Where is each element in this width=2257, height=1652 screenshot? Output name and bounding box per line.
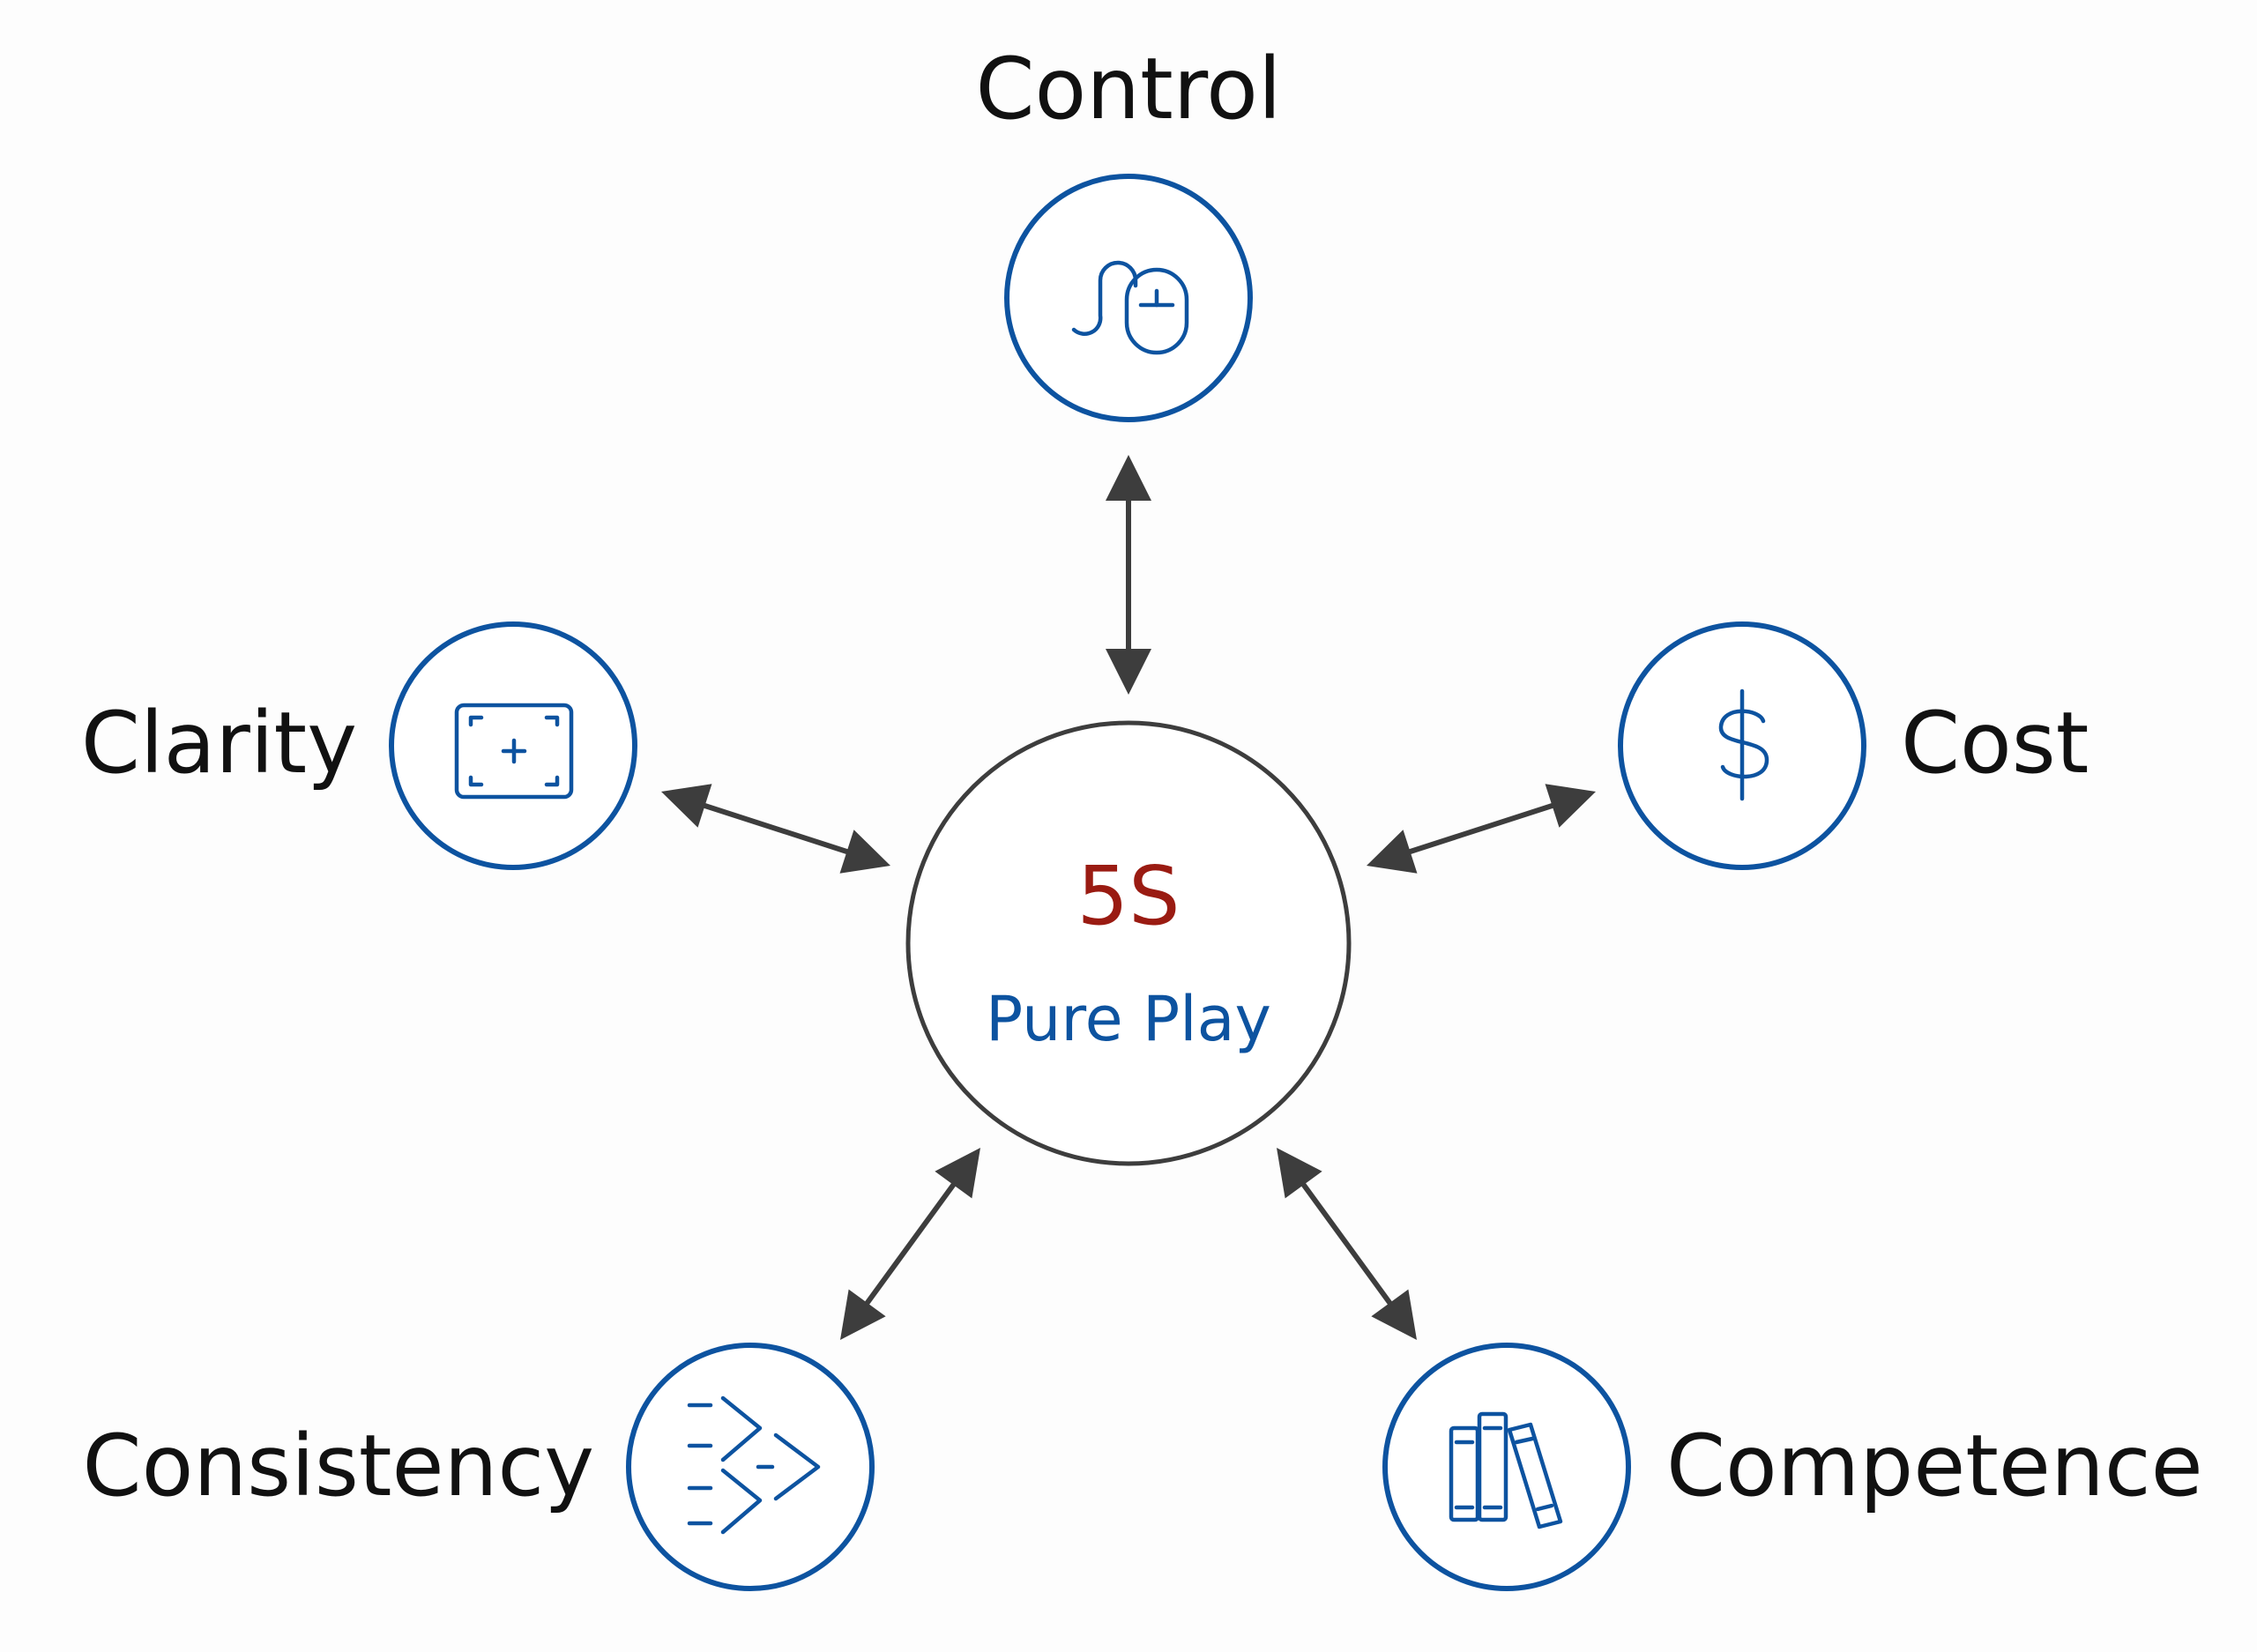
center-title: 5S — [1077, 849, 1181, 943]
connector-competence — [1277, 1148, 1417, 1340]
arrowhead-outer — [840, 1289, 886, 1340]
connectors — [661, 455, 1596, 1340]
node-competence: Competence — [1382, 1343, 2203, 1591]
connector-line — [700, 801, 852, 856]
connector-line — [1299, 1180, 1395, 1307]
arrowhead-outer — [661, 784, 712, 828]
frame-focus-icon — [454, 703, 574, 800]
arrowhead-inner — [1277, 1148, 1322, 1199]
connector-line — [1405, 801, 1557, 856]
cost-label: Cost — [1901, 694, 2089, 793]
center-hub: 5S Pure Play — [905, 720, 1352, 1166]
arrowhead-inner — [935, 1148, 980, 1199]
node-cost: Cost — [1618, 621, 2089, 870]
arrowhead-inner — [839, 830, 890, 874]
connector-control — [1106, 455, 1151, 695]
dollar-icon — [1718, 688, 1769, 801]
arrowhead-outer — [1371, 1289, 1417, 1340]
node-clarity: Clarity — [81, 621, 637, 870]
books-icon — [1449, 1411, 1563, 1529]
clarity-label: Clarity — [81, 694, 357, 793]
arrowhead-outer — [1545, 784, 1596, 828]
arrowhead-inner — [1367, 830, 1418, 874]
connector-cost — [1367, 784, 1596, 874]
connector-consistency — [840, 1148, 980, 1340]
forward-arrows-icon — [687, 1395, 821, 1535]
connector-line — [862, 1180, 958, 1307]
consistency-circle — [626, 1343, 875, 1591]
connector-clarity — [661, 784, 890, 874]
competence-label: Competence — [1666, 1417, 2203, 1515]
center-subtitle: Pure Play — [986, 983, 1271, 1055]
consistency-label: Consistency — [83, 1417, 594, 1515]
center-circle — [905, 720, 1352, 1166]
control-label: Control — [975, 40, 1281, 138]
node-control: Control — [975, 40, 1282, 422]
mouse-icon — [1071, 260, 1189, 355]
arrowhead-outer — [1106, 455, 1151, 501]
node-consistency: Consistency — [83, 1343, 875, 1591]
arrowhead-inner — [1106, 649, 1151, 695]
